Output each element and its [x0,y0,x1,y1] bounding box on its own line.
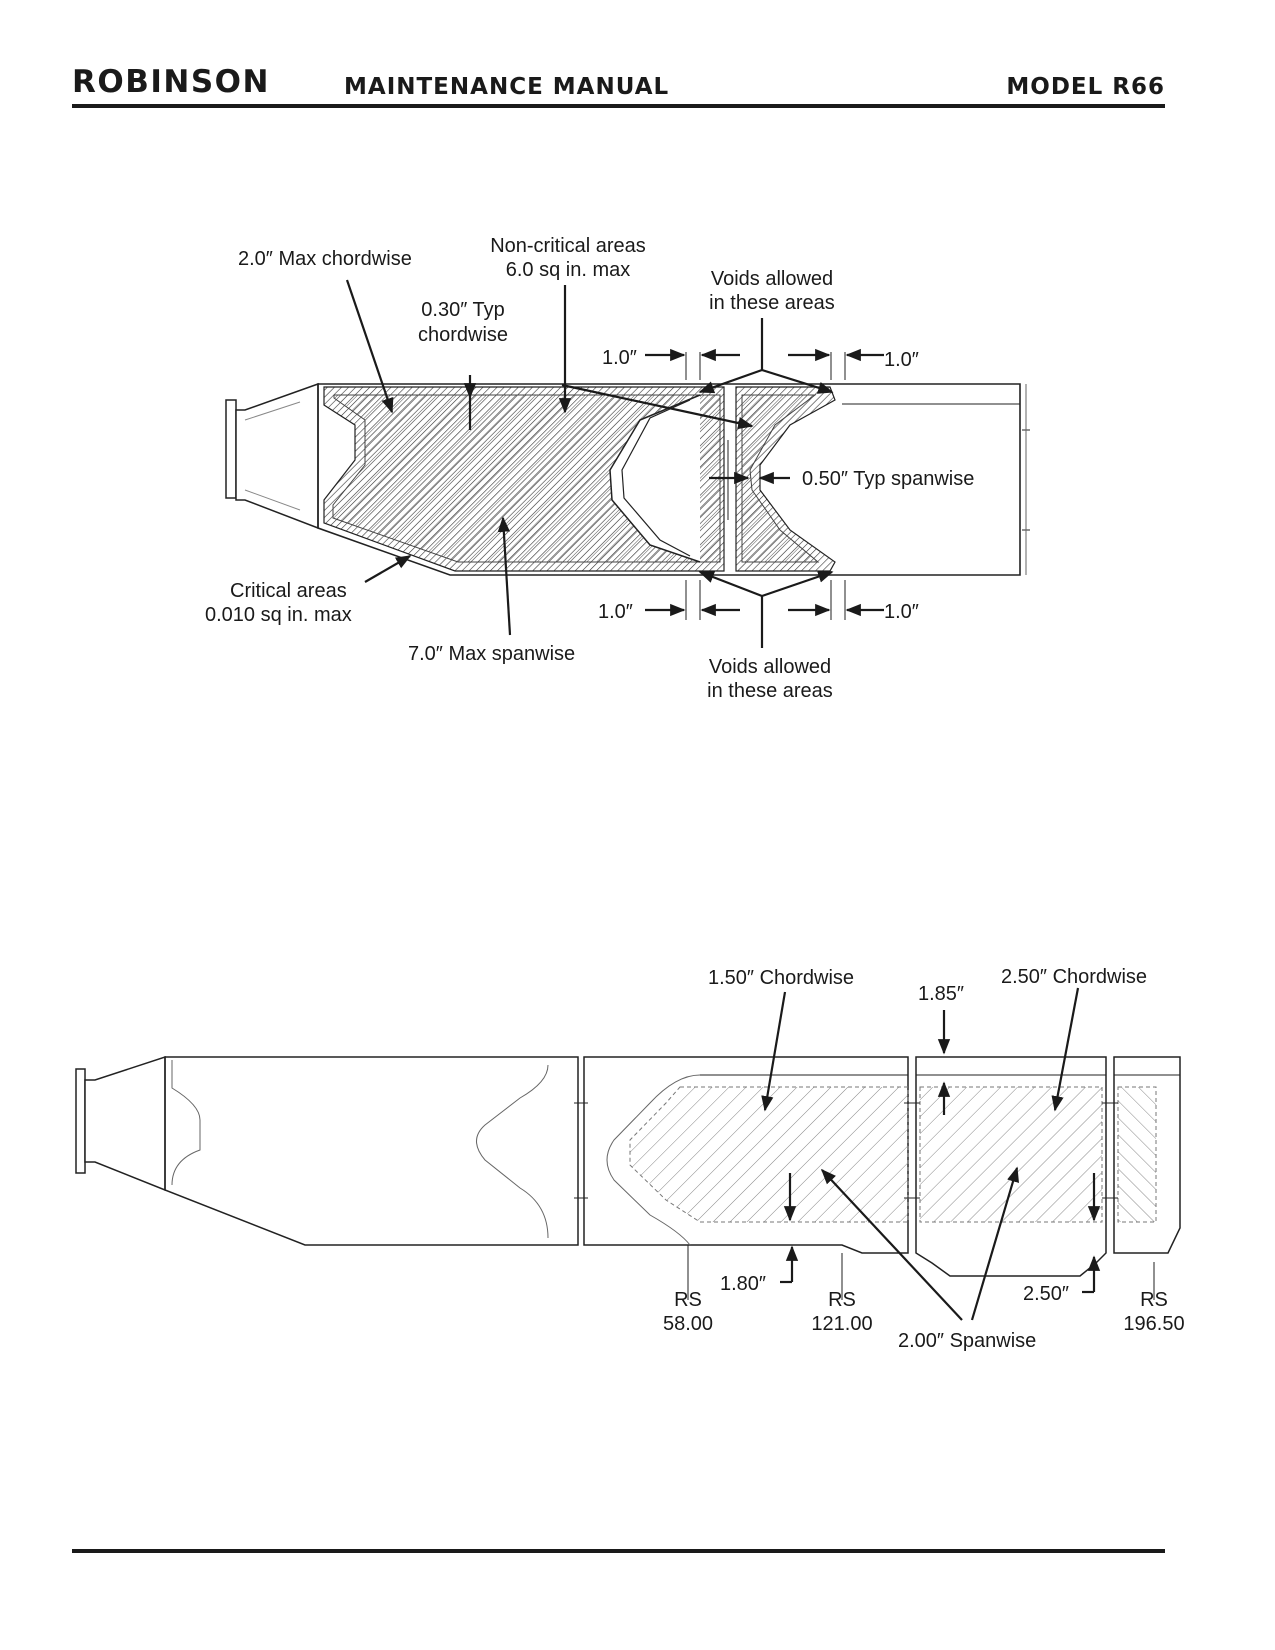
label-rs3-value: 196.50 [1123,1313,1184,1335]
void-limits-diagram: 2.0″ Max chordwise Non-critical areas 6.… [205,235,1030,702]
label-rs3: RS [1140,1289,1168,1311]
blade-segment-4 [1113,1056,1181,1254]
label-max-spanwise: 7.0″ Max spanwise [408,643,575,665]
label-voids-top-1: Voids allowed [711,268,833,290]
label-rs2: RS [828,1289,856,1311]
label-rs1-value: 58.00 [663,1313,713,1335]
label-dim-1-0-bottom-right: 1.0″ [884,601,919,623]
label-dim-250: 2.50″ [1023,1283,1069,1305]
bond-area-seg2 [629,1086,909,1223]
label-dim-1-0-bottom-left: 1.0″ [598,601,633,623]
label-typ-chordwise-2: chordwise [418,324,508,346]
bond-area-seg4 [1117,1086,1157,1223]
label-voids-bottom-2: in these areas [707,680,833,702]
label-rs2-value: 121.00 [811,1313,872,1335]
label-voids-top-2: in these areas [709,292,835,314]
root-fitting-bottom [75,1055,166,1192]
label-critical-1: Critical areas [230,580,347,602]
label-spanwise-200: 2.00″ Spanwise [898,1330,1036,1352]
label-typ-spanwise: 0.50″ Typ spanwise [802,468,974,490]
blade-segment-3 [915,1056,1107,1277]
blade-segment-2 [583,1056,909,1254]
label-noncritical-2: 6.0 sq in. max [506,259,631,281]
label-dim-185: 1.85″ [918,983,964,1005]
label-critical-2: 0.010 sq in. max [205,604,352,626]
label-dim-180: 1.80″ [720,1273,766,1295]
label-noncritical-1: Non-critical areas [490,235,646,257]
blade-outline [317,383,1021,576]
label-rs1: RS [674,1289,702,1311]
root-fitting [225,382,319,530]
label-dim-1-0-top-right: 1.0″ [884,349,919,371]
label-max-chordwise: 2.0″ Max chordwise [238,248,412,270]
header-model: MODEL R66 [1006,74,1165,100]
label-typ-chordwise-1: 0.30″ Typ [421,299,504,321]
footer-rule [72,1549,1165,1553]
label-voids-bottom-1: Voids allowed [709,656,831,678]
header-brand: ROBINSON [72,64,270,100]
bond-area-right [741,394,820,563]
header-title: MAINTENANCE MANUAL [344,74,670,100]
label-chordwise-250: 2.50″ Chordwise [1001,966,1147,988]
label-dim-1-0-top-left: 1.0″ [602,347,637,369]
label-chordwise-150: 1.50″ Chordwise [708,967,854,989]
blade-station-diagram: 1.50″ Chordwise 1.85″ 2.50″ Chordwise 1.… [75,966,1185,1352]
bond-area-seg3 [919,1086,1103,1223]
blade-segment-1 [164,1056,579,1246]
header-rule [72,104,1165,108]
doubler-v-notch [609,394,701,563]
